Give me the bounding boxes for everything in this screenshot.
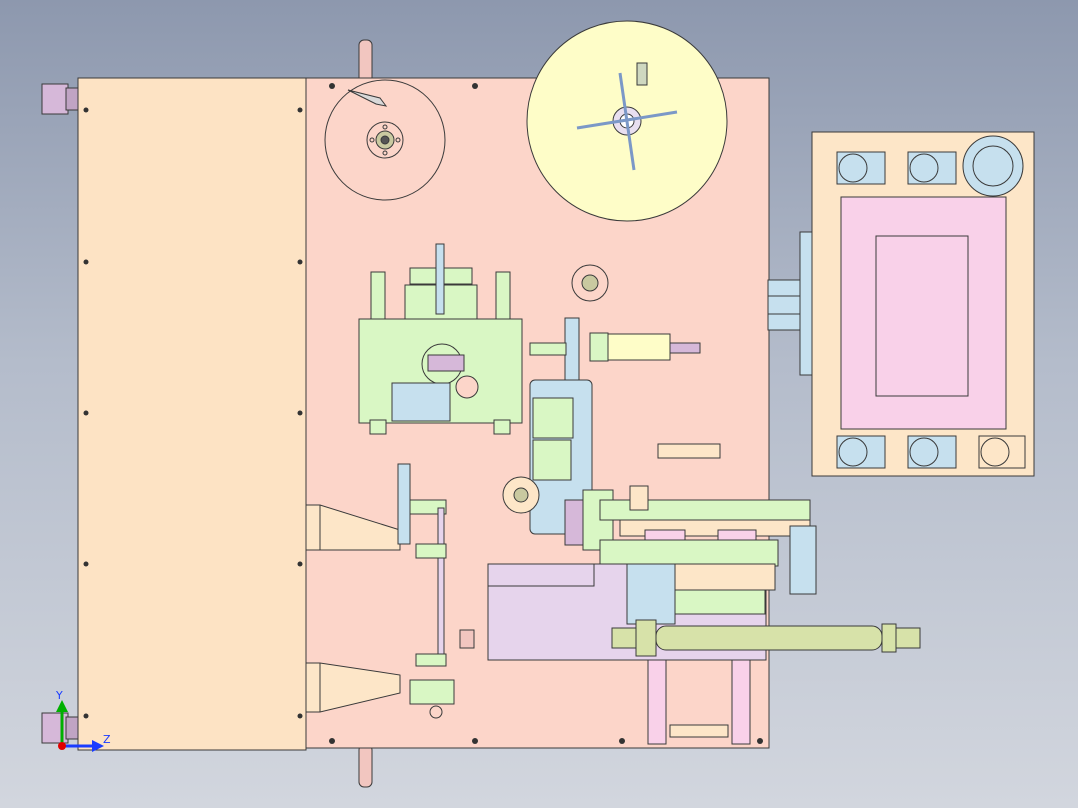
top-handle xyxy=(358,39,373,85)
leg-left xyxy=(647,659,667,745)
left-side-panel xyxy=(77,77,307,751)
knob-bottom-left xyxy=(41,712,69,744)
coordinate-triad: Y Z xyxy=(55,689,111,752)
z-axis-label: Z xyxy=(103,733,111,746)
long-cylinder xyxy=(611,619,921,657)
main-plate-screws xyxy=(329,83,763,744)
hopper-bottom xyxy=(305,662,401,713)
feed-mechanism xyxy=(502,379,817,595)
y-axis-label: Y xyxy=(55,689,63,702)
guide-post xyxy=(397,463,411,545)
large-reel xyxy=(526,20,728,222)
bottom-handle xyxy=(358,744,373,788)
leg-right xyxy=(731,659,751,745)
side-panel-screws xyxy=(83,107,303,719)
knob-top-left xyxy=(41,83,69,115)
small-cylinder xyxy=(529,317,701,399)
small-reel xyxy=(324,79,446,201)
right-module xyxy=(767,131,1035,477)
clamp-assembly xyxy=(358,243,523,435)
hopper-top xyxy=(305,504,401,551)
